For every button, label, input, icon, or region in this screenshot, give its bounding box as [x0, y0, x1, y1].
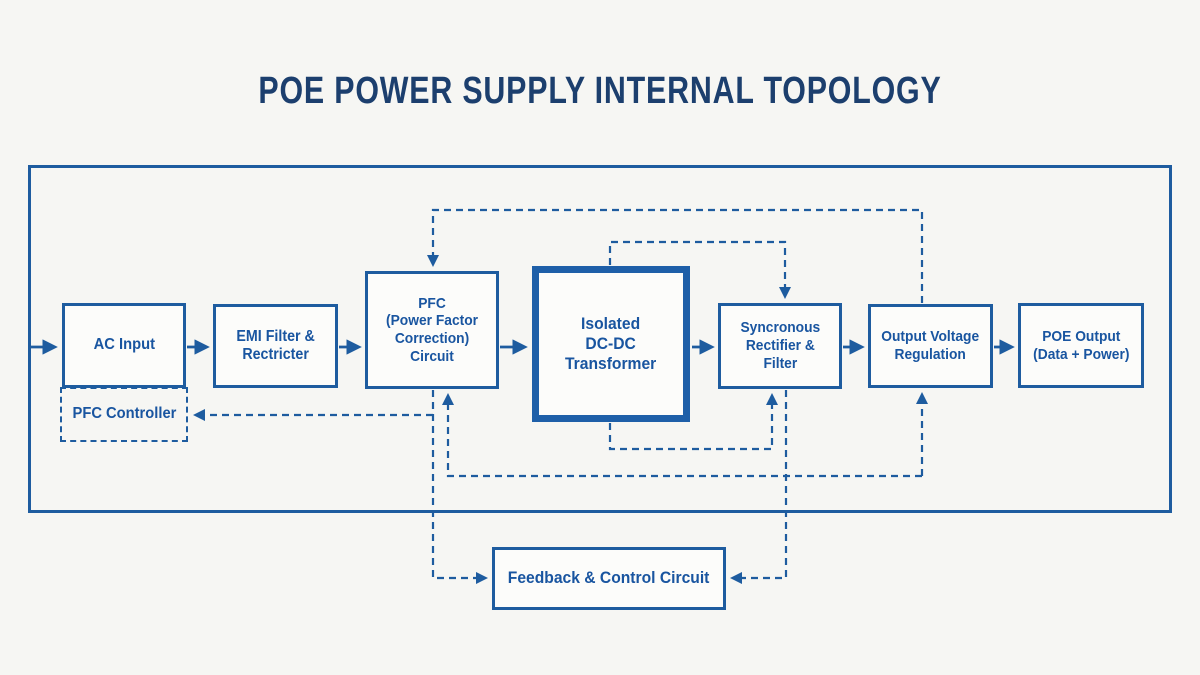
block-pfc-controller: PFC Controller: [60, 387, 188, 442]
block-poe-output: POE Output (Data + Power): [1018, 303, 1144, 388]
block-pfc-controller-label: PFC Controller: [72, 405, 176, 423]
block-synchronous-rectifier-filter-label: Syncronous Rectifier & Filter: [740, 319, 820, 372]
block-synchronous-rectifier-filter: Syncronous Rectifier & Filter: [718, 303, 842, 389]
block-feedback-control-circuit: Feedback & Control Circuit: [492, 547, 726, 610]
block-emi-filter-rectifier-label: EMI Filter & Rectricter: [236, 327, 315, 363]
block-ac-input-label: AC Input: [93, 336, 155, 354]
block-emi-filter-rectifier: EMI Filter & Rectricter: [213, 304, 338, 388]
page-title-text: POE POWER SUPPLY INTERNAL TOPOLOGY: [258, 70, 942, 112]
block-feedback-control-circuit-label: Feedback & Control Circuit: [508, 568, 710, 588]
topology-boundary-frame: [28, 165, 1172, 513]
block-isolated-dcdc-transformer-label: Isolated DC-DC Transformer: [565, 313, 657, 374]
block-output-voltage-regulation-label: Output Voltage Regulation: [881, 328, 980, 363]
block-pfc-circuit: PFC (Power Factor Correction) Circuit: [365, 271, 499, 389]
block-poe-output-label: POE Output (Data + Power): [1032, 327, 1130, 363]
block-output-voltage-regulation: Output Voltage Regulation: [868, 304, 993, 388]
page-title: POE POWER SUPPLY INTERNAL TOPOLOGY: [0, 70, 1200, 116]
block-ac-input: AC Input: [62, 303, 186, 388]
block-isolated-dcdc-transformer: Isolated DC-DC Transformer: [532, 266, 690, 422]
block-pfc-circuit-label: PFC (Power Factor Correction) Circuit: [385, 294, 479, 365]
